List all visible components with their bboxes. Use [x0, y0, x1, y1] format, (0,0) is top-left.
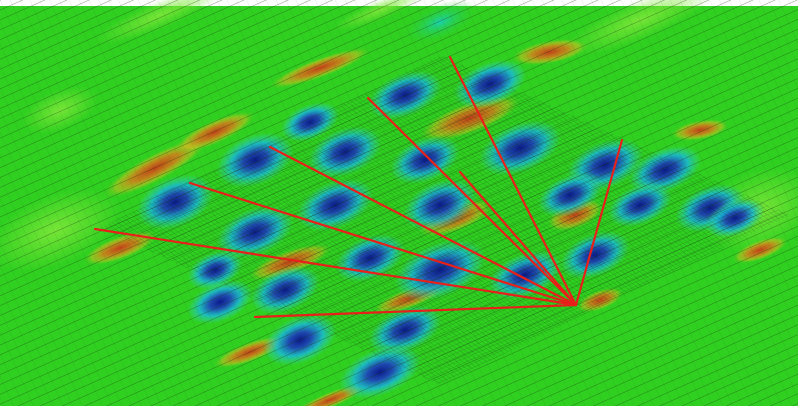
ray-line	[188, 181, 578, 307]
ray-line	[253, 303, 578, 319]
ray-line	[574, 138, 624, 307]
ray-line	[366, 96, 578, 307]
ray-line	[93, 227, 578, 307]
ray-line	[448, 55, 578, 307]
ray-line	[458, 170, 578, 307]
ray-group	[93, 55, 624, 319]
ray-line	[268, 145, 578, 307]
